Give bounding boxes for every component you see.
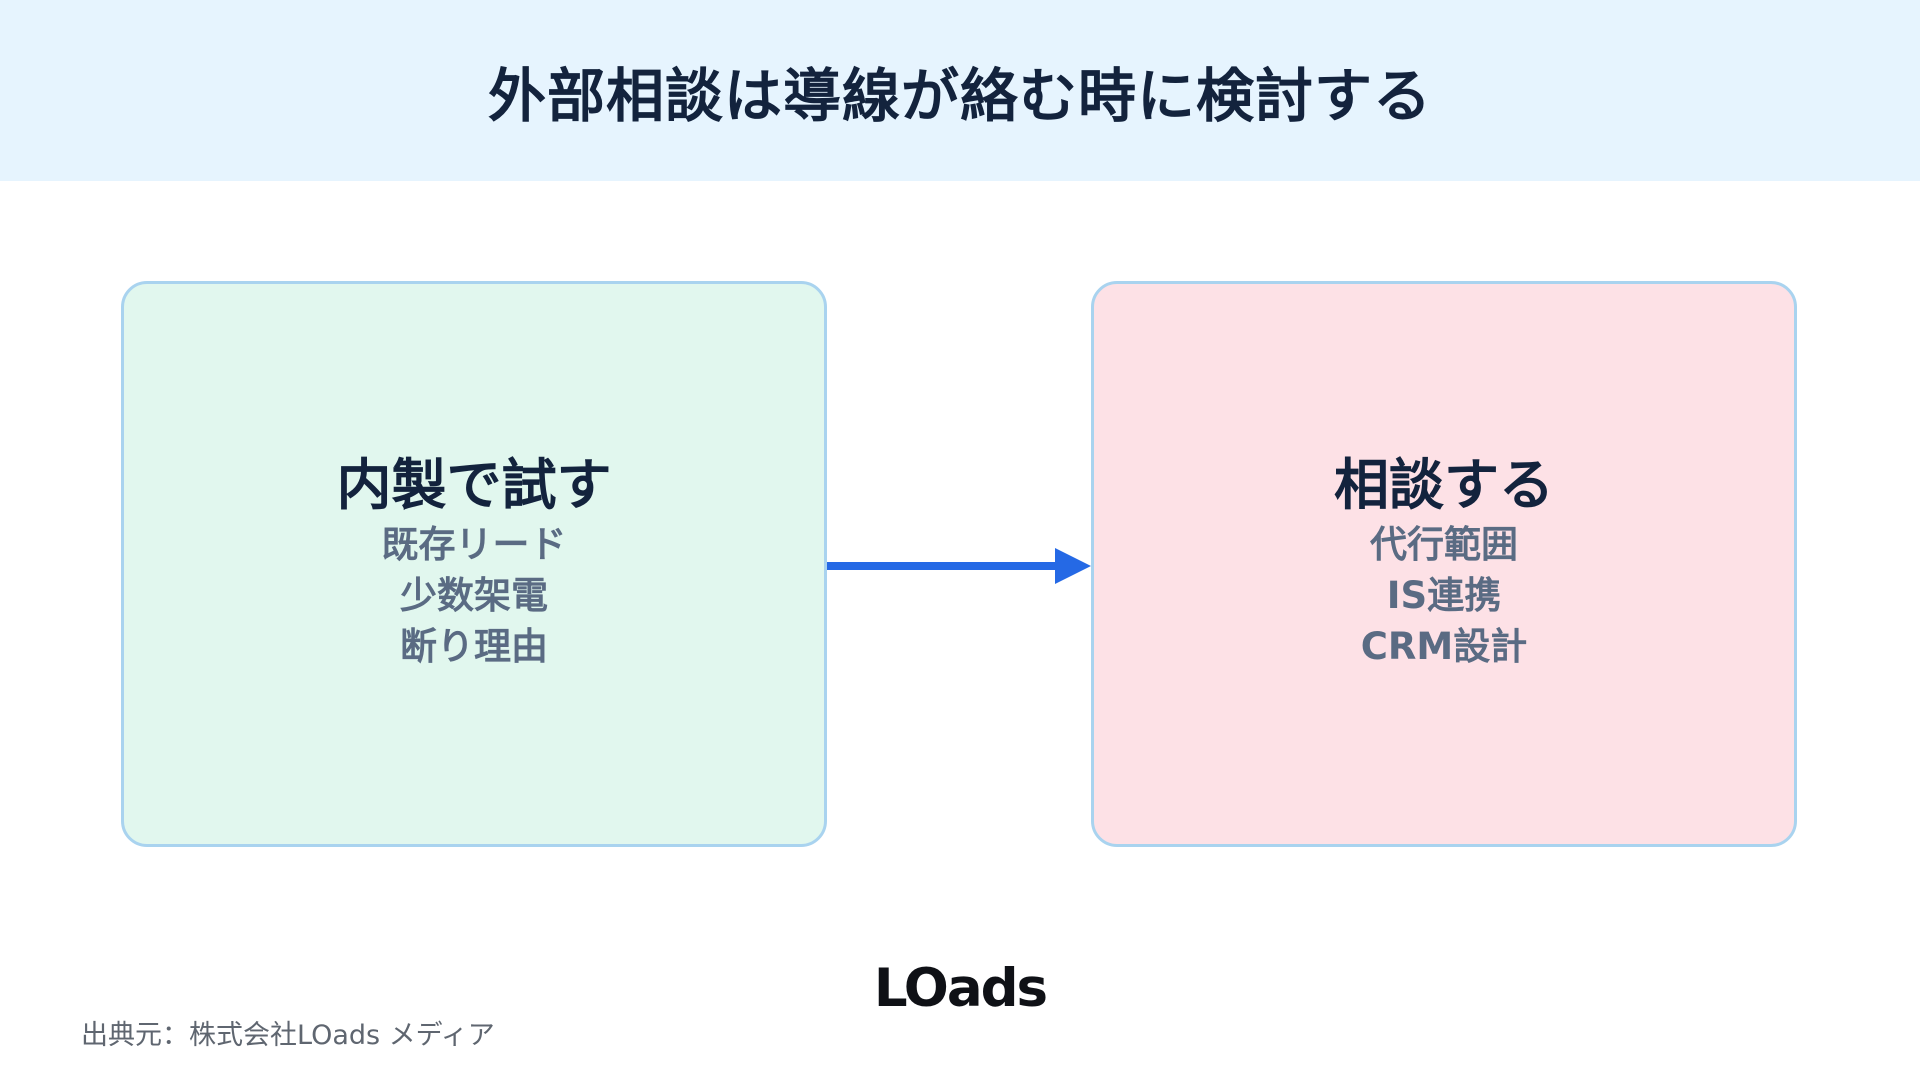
source-credit: 出典元：株式会社LOads メディア xyxy=(81,1020,495,1051)
arrow-shaft xyxy=(827,562,1055,570)
list-item: 少数架電 xyxy=(400,574,548,618)
list-item: IS連携 xyxy=(1386,574,1502,618)
arrow-right-icon xyxy=(827,548,1091,584)
consultation-box: 相談する 代行範囲 IS連携 CRM設計 xyxy=(1091,281,1797,847)
loads-logo: LOads xyxy=(873,957,1048,1019)
header-band: 外部相談は導線が絡む時に検討する xyxy=(0,0,1920,181)
arrow-head xyxy=(1055,548,1091,584)
list-item: 代行範囲 xyxy=(1370,523,1518,567)
in-house-trial-items: 既存リード 少数架電 断り理由 xyxy=(382,519,567,672)
consultation-items: 代行範囲 IS連携 CRM設計 xyxy=(1361,519,1527,672)
list-item: 既存リード xyxy=(381,523,567,567)
in-house-trial-title: 内製で試す xyxy=(336,452,612,517)
page-title: 外部相談は導線が絡む時に検討する xyxy=(487,61,1432,130)
in-house-trial-box: 内製で試す 既存リード 少数架電 断り理由 xyxy=(121,281,827,847)
consultation-title: 相談する xyxy=(1333,452,1554,517)
list-item: 断り理由 xyxy=(400,625,548,669)
list-item: CRM設計 xyxy=(1360,625,1528,669)
